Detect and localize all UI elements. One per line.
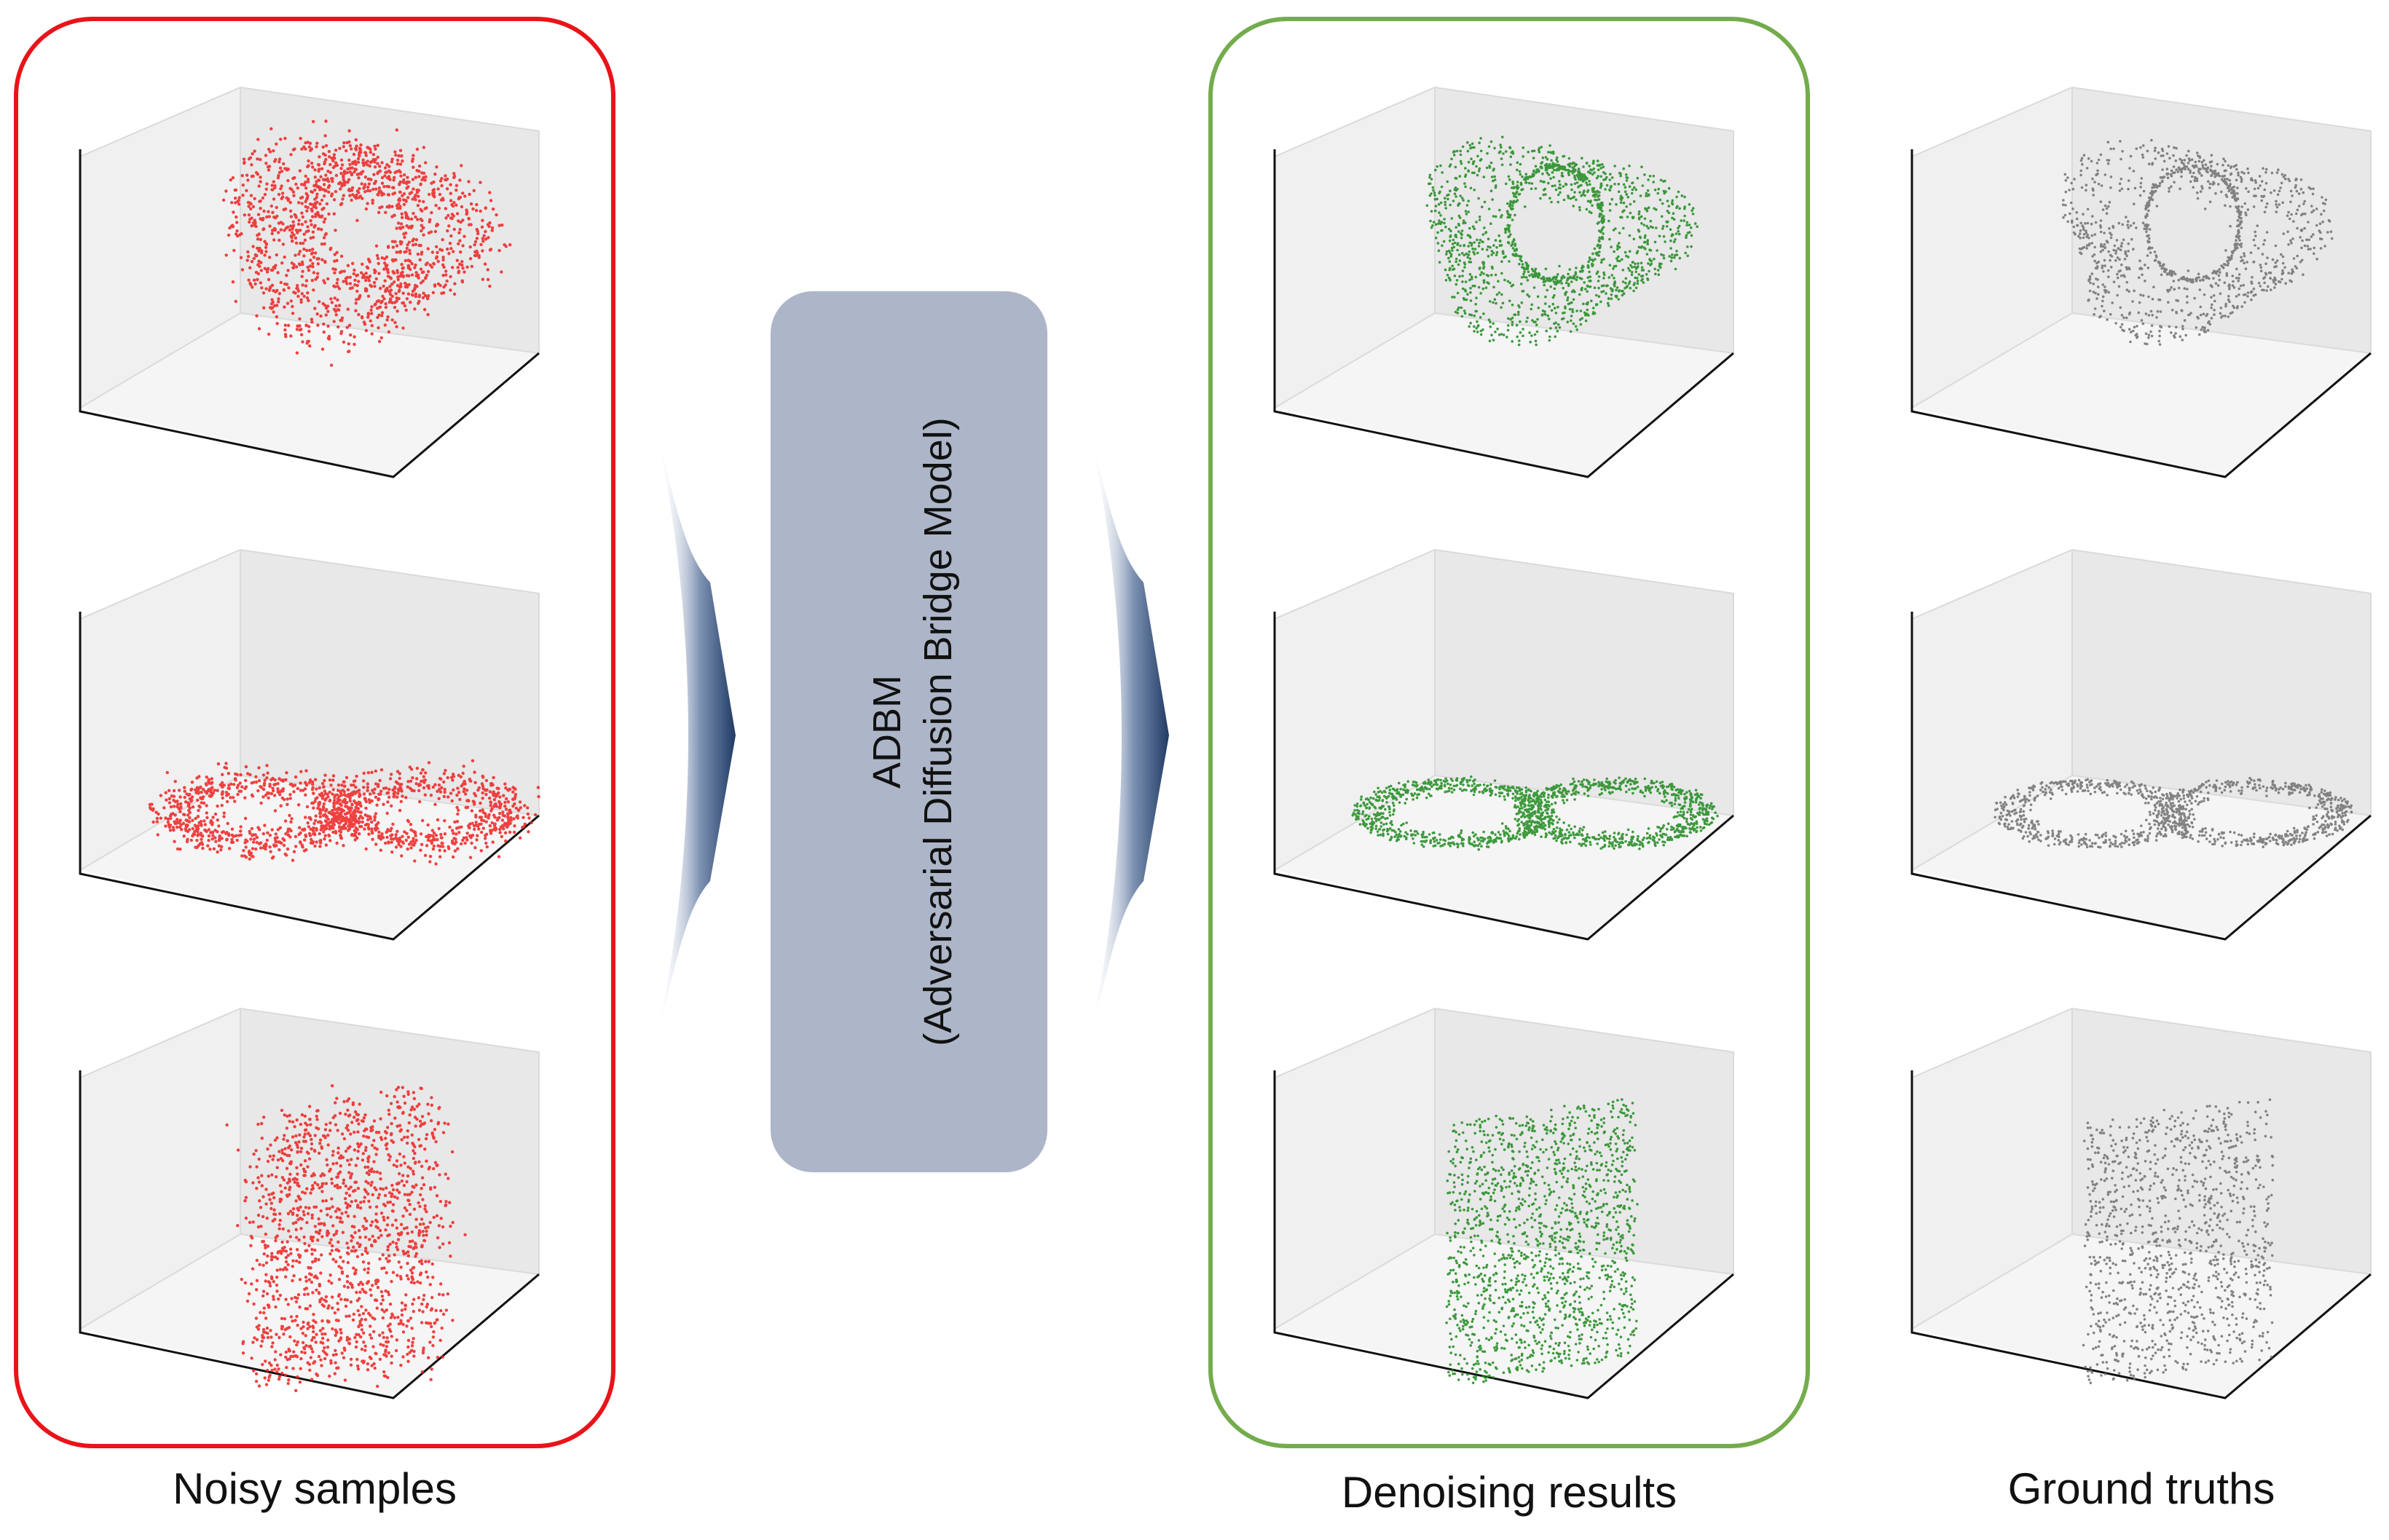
plot-truth-3 [1912,1008,2371,1398]
caption-ground-truths: Ground truths [1923,1464,2360,1514]
plot-noisy-3 [80,1008,539,1398]
plot-noisy-1 [80,87,539,477]
adbm-model-box [771,291,1047,1172]
plot-truth-1 [1912,87,2371,477]
plot-denoised-3 [1275,1008,1733,1398]
model-full-name: (Adversarial Diffusion Bridge Model) [916,417,960,1046]
model-name: ADBM [865,675,909,789]
caption-noisy-samples: Noisy samples [96,1464,533,1514]
plot-denoised-2 [1275,550,1733,939]
plot-truth-2 [1912,550,2371,939]
plot-noisy-2 [80,550,540,939]
caption-denoising-results: Denoising results [1291,1467,1728,1517]
right-arrow [1089,430,1169,1041]
left-arrow [656,430,736,1041]
plot-denoised-1 [1275,87,1733,477]
